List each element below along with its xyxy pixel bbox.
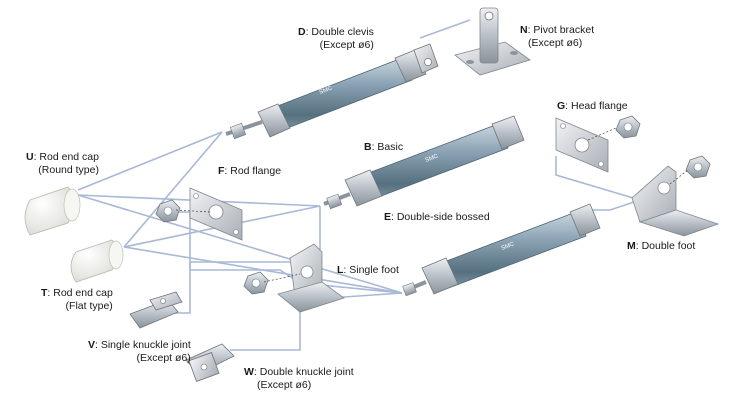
label-rod-end-cap-flat: T: Rod end cap (Flat type) — [41, 287, 113, 312]
label-double-foot: M: Double foot — [627, 240, 696, 252]
label-head-flange: G: Head flange — [557, 100, 628, 112]
smc-marking-b: SMC — [425, 153, 440, 164]
cylinder-double-bossed-image: SMC — [402, 203, 601, 297]
label-double-side-bossed: E: Double-side bossed — [384, 211, 490, 223]
head-flange-image — [555, 115, 641, 173]
cylinder-double-clevis-image: SMC — [225, 43, 439, 140]
rod-flange-image — [155, 187, 243, 241]
single-knuckle-joint-image — [129, 291, 183, 329]
label-single-foot: L: Single foot — [337, 264, 399, 276]
smc-marking-e: SMC — [501, 241, 516, 252]
cylinder-basic-image: SMC — [323, 115, 525, 210]
label-double-knuckle-joint: W: Double knuckle joint (Except ø6) — [244, 366, 354, 391]
label-single-knuckle-joint: V: Single knuckle joint (Except ø6) — [88, 339, 191, 364]
label-pivot-bracket: N: Pivot bracket (Except ø6) — [520, 24, 595, 49]
label-basic: B: Basic — [364, 141, 404, 153]
label-double-clevis: D: Double clevis (Except ø6) — [298, 26, 374, 51]
rod-end-cap-round-image — [24, 186, 81, 236]
single-foot-image — [243, 243, 345, 313]
label-rod-end-cap-round: U: Rod end cap (Round type) — [26, 151, 99, 176]
double-knuckle-joint-image — [185, 343, 235, 382]
label-rod-flange: F: Rod flange — [218, 165, 282, 177]
smc-marking-d: SMC — [319, 85, 334, 96]
rod-end-cap-flat-image — [70, 239, 124, 283]
pivot-bracket-image — [454, 7, 531, 76]
double-foot-image — [631, 155, 720, 237]
